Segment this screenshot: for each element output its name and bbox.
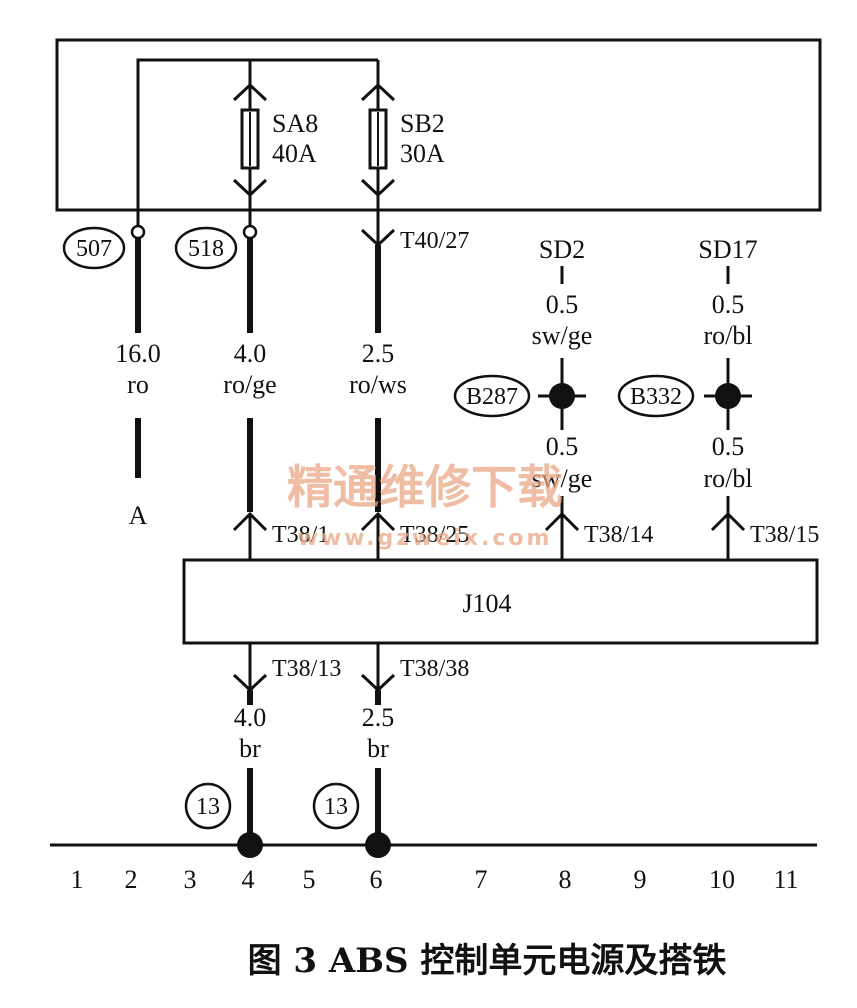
ground-marker-1: 13 xyxy=(184,782,232,830)
ruler-1: 1 xyxy=(71,865,84,894)
ground-1-label: 13 xyxy=(196,794,220,820)
fuse-sa8: SA8 40A xyxy=(232,82,318,198)
connector-t40-27: T40/27 xyxy=(360,195,469,254)
wire-2-size: 4.0 xyxy=(234,339,267,368)
wire-sd17-bottom-size: 0.5 xyxy=(712,432,745,461)
ruler-7: 7 xyxy=(475,865,488,894)
wire-3-size: 2.5 xyxy=(362,339,395,368)
connector-t38-1: T38/1 xyxy=(232,511,329,560)
wire-sd17-bottom-color: ro/bl xyxy=(703,464,752,493)
terminal-507: 507 xyxy=(62,210,146,270)
connector-t38-38: T38/38 xyxy=(360,643,469,693)
module-j104-label: J104 xyxy=(462,589,511,618)
fuse-sb2-name: SB2 xyxy=(400,109,445,138)
connector-t38-15: T38/15 xyxy=(710,496,819,560)
ground-point-2 xyxy=(365,832,391,858)
node-507-label: 507 xyxy=(76,236,112,262)
wire-sd2-bottom-size: 0.5 xyxy=(546,432,579,461)
terminal-518: 518 xyxy=(174,195,258,270)
wire-2-color: ro/ge xyxy=(223,370,276,399)
connector-t38-13-label: T38/13 xyxy=(272,656,341,682)
fuse-sa8-rating: 40A xyxy=(272,139,317,168)
ruler-2: 2 xyxy=(125,865,138,894)
splice-b332-label: B332 xyxy=(630,384,682,410)
ruler-4: 4 xyxy=(242,865,255,894)
connector-t38-13: T38/13 xyxy=(232,643,341,693)
fuse-box-busbar xyxy=(136,58,378,225)
wire-sd17-top-color: ro/bl xyxy=(703,321,752,350)
connector-t38-25-label: T38/25 xyxy=(400,522,469,548)
ruler-3: 3 xyxy=(184,865,197,894)
ruler-6: 6 xyxy=(370,865,383,894)
ruler-5: 5 xyxy=(303,865,316,894)
wire-1-size: 16.0 xyxy=(115,339,161,368)
ruler-11: 11 xyxy=(773,865,798,894)
ground-point-1 xyxy=(237,832,263,858)
node-518-label: 518 xyxy=(188,236,224,262)
connector-t38-14: T38/14 xyxy=(544,496,653,560)
connector-t38-25: T38/25 xyxy=(360,511,469,560)
wire-1-color: ro xyxy=(127,370,149,399)
wire-sd2-bottom-color: sw/ge xyxy=(532,464,593,493)
splice-b332: B332 xyxy=(617,358,752,430)
connector-t40-27-label: T40/27 xyxy=(400,228,469,254)
terminal-a-label: A xyxy=(129,501,148,530)
fuse-sa8-name: SA8 xyxy=(272,109,318,138)
fuse-sb2-rating: 30A xyxy=(400,139,445,168)
connector-t38-15-label: T38/15 xyxy=(750,522,819,548)
module-j104 xyxy=(182,558,819,645)
connector-t38-1-label: T38/1 xyxy=(272,522,329,548)
wire-g1-color: br xyxy=(239,734,261,763)
ground-marker-2: 13 xyxy=(312,782,360,830)
source-sd17-label: SD17 xyxy=(698,235,757,264)
ruler-8: 8 xyxy=(559,865,572,894)
watermark-text: 精通维修下载 xyxy=(287,460,563,514)
column-ruler: 1 2 3 4 5 6 7 8 9 10 11 xyxy=(71,865,799,894)
wire-sd17-top-size: 0.5 xyxy=(712,290,745,319)
ruler-9: 9 xyxy=(634,865,647,894)
splice-b287: B287 xyxy=(453,358,586,430)
wire-g1-size: 4.0 xyxy=(234,703,267,732)
wire-sd2-top-color: sw/ge xyxy=(532,321,593,350)
wire-3-color: ro/ws xyxy=(349,370,407,399)
ruler-10: 10 xyxy=(709,865,735,894)
wire-g2-size: 2.5 xyxy=(362,703,395,732)
wire-g2-color: br xyxy=(367,734,389,763)
ground-2-label: 13 xyxy=(324,794,348,820)
wire-sd2-top-size: 0.5 xyxy=(546,290,579,319)
connector-t38-38-label: T38/38 xyxy=(400,656,469,682)
source-sd2-label: SD2 xyxy=(539,235,585,264)
watermark-url: www.gzweix.com xyxy=(298,526,553,551)
connector-t38-14-label: T38/14 xyxy=(584,522,653,548)
figure-caption: 图 3 ABS 控制单元电源及搭铁 xyxy=(248,941,727,981)
splice-b287-label: B287 xyxy=(466,384,518,410)
fuse-box xyxy=(55,38,822,212)
fuse-sb2: SB2 30A xyxy=(360,82,445,198)
